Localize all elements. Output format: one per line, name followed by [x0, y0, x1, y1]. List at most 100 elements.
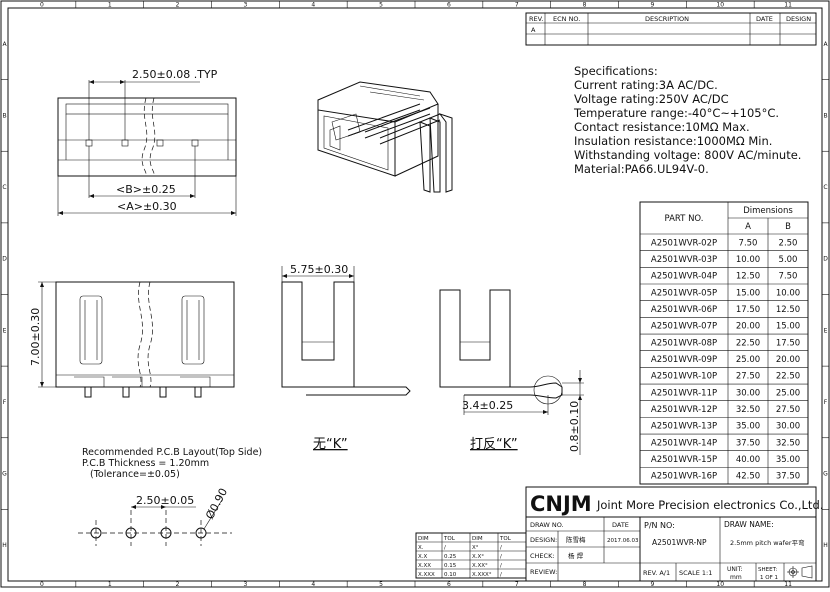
- grid-col-top: 7: [515, 2, 519, 9]
- grid-col-bottom: 11: [784, 581, 792, 588]
- grid-col-bottom: 8: [583, 581, 587, 588]
- dim-a-cell: 42.50: [736, 472, 760, 482]
- dim-b-cell: 2.50: [779, 238, 798, 248]
- dim-a-cell: 17.50: [736, 305, 760, 315]
- specifications: Specifications: Current rating:3A AC/DC.…: [573, 64, 801, 176]
- part-number-cell: A2501WVR-04P: [651, 272, 717, 282]
- side-view-with-k: 3.4±0.25 0.8±0.10 打反“K”: [439, 289, 584, 455]
- part-number-value: A2501WVR-NP: [652, 538, 707, 547]
- side-view-no-k: 5.75±0.30 无“K”: [281, 263, 411, 452]
- tolerance-cell: X.: [418, 545, 424, 551]
- dim-b-cell: 37.50: [776, 472, 800, 482]
- date-header: DATE: [756, 15, 773, 23]
- part-number-cell: A2501WVR-13P: [651, 422, 717, 432]
- grid-col-top: 9: [651, 2, 655, 9]
- pn-label: P/N NO:: [644, 521, 675, 530]
- part-number-cell: A2501WVR-07P: [651, 322, 717, 332]
- checker-name: 杨 焊: [568, 551, 584, 560]
- spec-line-2: Voltage rating:250V AC/DC: [574, 92, 729, 106]
- dim-a-cell: 12.50: [736, 272, 760, 282]
- title-block: CNJM Joint More Precision electronics Co…: [525, 486, 823, 582]
- dim-b-cell: 25.00: [776, 388, 800, 398]
- dim-a-cell: 27.50: [736, 372, 760, 382]
- unit-value: mm: [730, 574, 742, 581]
- tolerance-cell: X°: [472, 545, 479, 551]
- part-number-cell: A2501WVR-15P: [651, 455, 717, 465]
- review-label: REVIEW:: [530, 568, 557, 576]
- tolerance-cell: X.XXX: [418, 572, 435, 578]
- grid-row-left: E: [3, 327, 7, 334]
- tolerance-cell: X.X: [418, 554, 428, 560]
- pin-thickness-label: 0.8±0.10: [568, 401, 581, 452]
- date-label: DATE: [612, 521, 629, 529]
- unit-label: UNIT:: [727, 566, 743, 573]
- dim-b-cell: 35.00: [776, 455, 800, 465]
- dim-b-cell: 10.00: [776, 288, 800, 298]
- tolerance-cell: DIM: [418, 536, 429, 542]
- grid-row-right: C: [823, 184, 827, 191]
- part-number-cell: A2501WVR-03P: [651, 255, 717, 265]
- revision-block: REV. ECN NO. DESCRIPTION DATE DESIGN A: [525, 12, 817, 46]
- dim-a-cell: 7.50: [739, 238, 758, 248]
- grid-row-right: D: [823, 256, 828, 263]
- grid-col-top: 8: [583, 2, 587, 9]
- designer-name: 陈雪梅: [566, 535, 586, 544]
- spec-line-5: Insulation resistance:1000MΩ Min.: [574, 134, 772, 148]
- projection-symbol-icon: [787, 565, 813, 579]
- part-number-cell: A2501WVR-12P: [651, 405, 717, 415]
- dim-a-cell: 40.00: [736, 455, 760, 465]
- grid-row-right: E: [824, 327, 828, 334]
- b-dimension-label: <B>±0.25: [116, 183, 176, 196]
- sheet-value: 1 OF 1: [760, 575, 778, 581]
- pin-length-label: 3.4±0.25: [462, 399, 513, 412]
- dim-a-cell: 25.00: [736, 355, 760, 365]
- grid-col-bottom: 1: [108, 581, 112, 588]
- hole-diameter-label: Ø0.90: [203, 486, 230, 521]
- part-number-cell: A2501WVR-05P: [651, 288, 717, 298]
- ecn-header: ECN NO.: [553, 15, 580, 23]
- tolerance-cell: TOL: [499, 536, 512, 542]
- part-no-header: PART NO.: [665, 214, 704, 224]
- grid-row-right: B: [823, 112, 827, 119]
- no-k-label: 无“K”: [313, 437, 348, 452]
- grid-row-left: H: [2, 542, 7, 549]
- dim-b-cell: 12.50: [776, 305, 800, 315]
- dim-a-cell: 20.00: [736, 322, 760, 332]
- draw-no-label: DRAW NO.: [530, 521, 564, 529]
- dim-a-cell: 30.00: [736, 388, 760, 398]
- pcb-note-2: P.C.B Thickness = 1.20mm: [82, 458, 209, 469]
- pcb-pitch-label: 2.50±0.05: [136, 494, 194, 507]
- pcb-note-3: (Tolerance=±0.05): [90, 469, 180, 480]
- scale-value: SCALE 1:1: [679, 569, 712, 577]
- pcb-layout: 2.50±0.05 Ø0.90: [78, 486, 232, 546]
- check-label: CHECK:: [530, 552, 555, 560]
- part-number-cell: A2501WVR-16P: [651, 472, 717, 482]
- tolerance-cell: X.XXX°: [472, 572, 492, 578]
- tolerance-cell: /: [500, 572, 502, 578]
- spec-line-4: Contact resistance:10MΩ Max.: [574, 120, 750, 134]
- part-number-cell: A2501WVR-08P: [651, 338, 717, 348]
- pitch-typ-label: 2.50±0.08 .TYP: [132, 68, 218, 81]
- spec-line-6: Withstanding voltage: 800V AC/minute.: [574, 148, 801, 162]
- grid-row-left: A: [2, 41, 7, 48]
- grid-row-right: G: [823, 471, 828, 478]
- tolerance-cell: /: [500, 554, 502, 560]
- rev-a: A: [531, 26, 536, 34]
- company-name: Joint More Precision electronics Co.,Ltd…: [596, 498, 823, 512]
- grid-col-bottom: 5: [379, 581, 383, 588]
- design-label: DESIGN:: [530, 536, 557, 544]
- tolerance-cell: /: [500, 563, 502, 569]
- tolerance-cell: X.XX: [418, 563, 431, 569]
- tolerance-cell: /: [444, 545, 446, 551]
- spec-title: Specifications:: [574, 64, 658, 78]
- dim-b-cell: 5.00: [779, 255, 798, 265]
- draw-name-value: 2.5mm pitch wafer平弯: [730, 538, 805, 547]
- dim-b-cell: 22.50: [776, 372, 800, 382]
- col-b-header: B: [785, 222, 791, 232]
